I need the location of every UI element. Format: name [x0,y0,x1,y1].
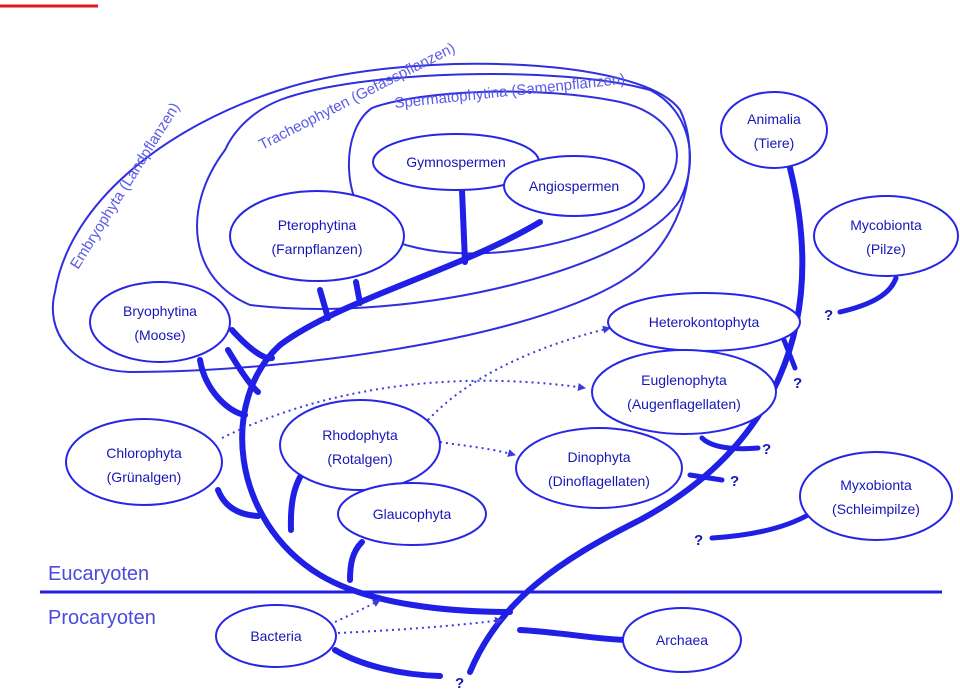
node-mycobionta-line-2: (Pilze) [866,241,906,257]
spermatophytina-label: Spermatophytina (Samenpflanzen) [394,71,626,112]
chlorophyta-branch [215,487,261,519]
root-unknown: ? [455,675,464,692]
euglenophyta-branch [699,435,761,452]
rhodophyta-dinophyta-arrow [439,441,516,457]
node-animalia: Animalia (Tiere) [720,91,828,169]
node-myxobionta: Myxobionta (Schleimpilze) [799,451,953,541]
node-dinophyta-line-2: (Dinoflagellaten) [548,473,650,489]
eucaryoten-label: Eucaryoten [48,563,149,585]
node-chlorophyta-line-2: (Grünalgen) [107,469,182,485]
bryophytina-branch-a [229,327,275,362]
myxobionta-unknown: ? [694,532,703,549]
mycobionta-unknown: ? [824,307,833,324]
dinophyta-branch [687,472,725,483]
bacteria-branch [332,647,443,679]
heterokontophyta-unknown: ? [793,375,802,392]
node-archaea-line-1: Archaea [656,632,708,648]
bacteria-eukaryote-arrow [337,616,503,634]
euglenophyta-unknown: ? [762,441,771,458]
node-bacteria-line-1: Bacteria [250,628,302,644]
node-rhodophyta-line-1: Rhodophyta [322,427,398,443]
pterophytina-branch-b [353,279,363,306]
node-heterokontophyta: Heterokontophyta [607,292,801,352]
node-chlorophyta-line-1: Chlorophyta [106,445,182,461]
tracheophyten-loop [196,73,691,310]
node-euglenophyta: Euglenophyta (Augenflagellaten) [591,349,777,435]
node-archaea: Archaea [622,607,742,673]
archaea-branch [517,627,631,643]
embryophyta-label: Embryophyta (Landpflanzen) [67,100,183,272]
node-angiospermen: Angiospermen [503,155,645,217]
node-dinophyta-line-1: Dinophyta [567,449,630,465]
node-euglenophyta-line-1: Euglenophyta [641,372,727,388]
node-animalia-line-1: Animalia [747,111,801,127]
node-bryophytina-line-1: Bryophytina [123,303,197,319]
gymnosperm-branch [459,187,468,265]
node-heterokontophyta-line-1: Heterokontophyta [649,314,760,330]
node-dinophyta: Dinophyta (Dinoflagellaten) [515,427,683,509]
procaryoten-label: Procaryoten [48,607,156,629]
chlorophyta-euglenophyta-arrow [221,379,586,439]
rhodophyta-heterokontophyta-arrow [427,325,611,421]
heterokontophyta-branch [781,337,798,371]
bacteria-glaucophyta-arrow [334,599,381,623]
node-angiospermen-line-1: Angiospermen [529,178,619,194]
pterophytina-branch-a [317,287,331,321]
bryophytina-branch-b [225,347,261,395]
node-rhodophyta: Rhodophyta (Rotalgen) [279,399,441,491]
mycobionta-branch [837,275,899,315]
node-glaucophyta: Glaucophyta [337,482,487,546]
node-gymnospermen-line-1: Gymnospermen [406,154,506,170]
node-bryophytina: Bryophytina (Moose) [89,281,231,363]
glaucophyta-branch [347,539,365,583]
node-pterophytina-line-1: Pterophytina [278,217,357,233]
node-chlorophyta: Chlorophyta (Grünalgen) [65,418,223,506]
node-animalia-line-2: (Tiere) [754,135,795,151]
node-myxobionta-line-1: Myxobionta [840,477,912,493]
node-mycobionta-line-1: Mycobionta [850,217,922,233]
node-bacteria: Bacteria [215,604,337,668]
procaryote-junction-branch [467,165,806,675]
node-bryophytina-line-2: (Moose) [134,327,185,343]
node-myxobionta-line-2: (Schleimpilze) [832,501,920,517]
node-euglenophyta-line-2: (Augenflagellaten) [627,396,741,412]
node-glaucophyta-line-1: Glaucophyta [373,506,452,522]
dinophyta-unknown: ? [730,473,739,490]
node-pterophytina-line-2: (Farnpflanzen) [271,241,362,257]
node-pterophytina: Pterophytina (Farnpflanzen) [229,190,405,282]
node-rhodophyta-line-2: (Rotalgen) [327,451,392,467]
myxobionta-branch [709,512,811,541]
eukaryote-main-branch [239,219,543,615]
node-mycobionta: Mycobionta (Pilze) [813,195,959,277]
bryophytina-branch-c [197,357,248,418]
